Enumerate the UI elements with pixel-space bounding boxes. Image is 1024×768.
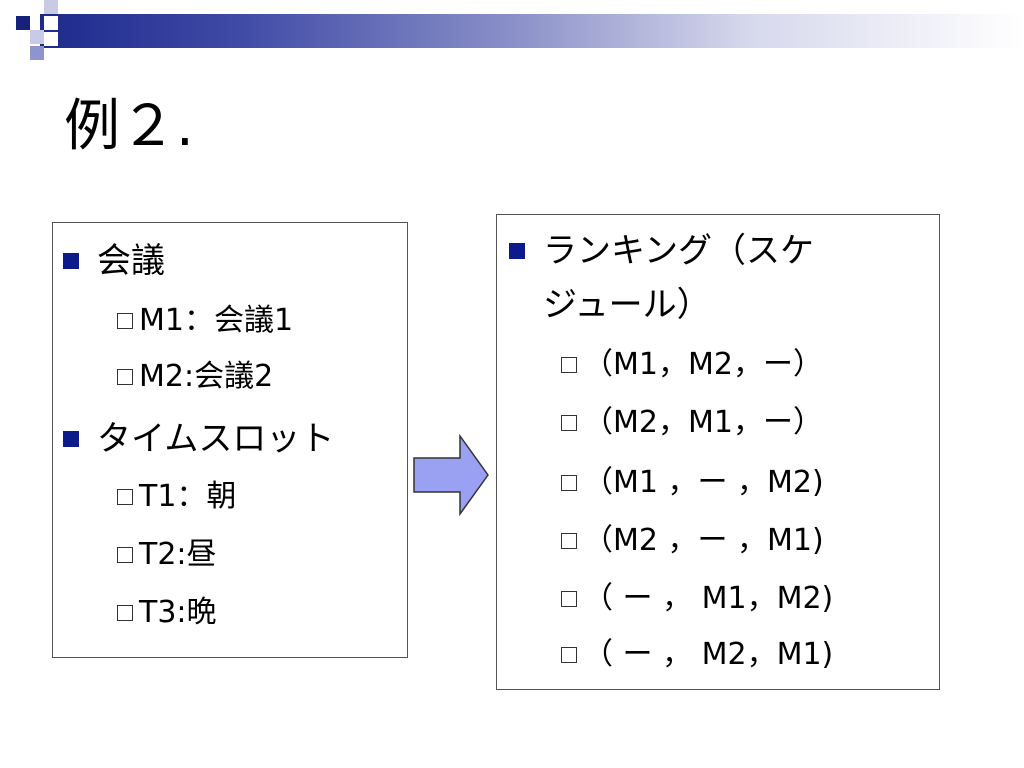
checkbox-bullet-icon — [561, 475, 577, 491]
decor-square — [44, 0, 58, 14]
list-item-ranking: ランキング（スケ — [509, 229, 814, 273]
square-bullet-icon — [509, 243, 525, 259]
sub-item-label: T2:昼 — [139, 537, 217, 572]
sub-item-label: （M2 ，ー ，M1) — [583, 523, 824, 558]
checkbox-bullet-icon — [561, 533, 577, 549]
decor-square — [44, 16, 58, 30]
list-item-label-continued: ジュール） — [543, 285, 711, 325]
sub-item: M2:会議2 — [117, 357, 273, 397]
list-item-meeting: 会議 — [63, 239, 165, 283]
checkbox-bullet-icon — [117, 605, 133, 621]
right-arrow-icon — [413, 434, 489, 516]
decor-square — [44, 32, 58, 46]
sub-item-label: T1：朝 — [139, 479, 237, 514]
left-content-box: 会議 M1：会議1 M2:会議2 タイムスロット T1：朝 T2:昼 T3:晩 — [52, 222, 408, 658]
checkbox-bullet-icon — [561, 647, 577, 663]
sub-item-label: （M1 ，ー ，M2) — [583, 465, 824, 500]
right-content-box: ランキング（スケ ジュール） （M1，M2，ー） （M2，M1，ー） （M1 ，… — [496, 214, 940, 690]
list-item-label: タイムスロット — [97, 419, 335, 459]
sub-item: M1：会議1 — [117, 301, 293, 341]
checkbox-bullet-icon — [117, 489, 133, 505]
sub-item: （ ー ， M1，M2) — [561, 579, 833, 619]
sub-item: T1：朝 — [117, 477, 236, 517]
sub-item: T3:晩 — [117, 593, 217, 633]
sub-item-label: M2:会議2 — [139, 359, 274, 394]
sub-item-label: （M1，M2，ー） — [583, 347, 823, 382]
square-bullet-icon — [63, 253, 79, 269]
sub-item-label: M1：会議1 — [139, 303, 294, 338]
header-band — [40, 14, 1024, 48]
list-item-timeslot: タイムスロット — [63, 417, 334, 461]
checkbox-bullet-icon — [117, 313, 133, 329]
decor-square — [30, 30, 44, 44]
sub-item: T2:昼 — [117, 535, 217, 575]
sub-item: （M2，M1，ー） — [561, 403, 823, 443]
checkbox-bullet-icon — [561, 357, 577, 373]
sub-item: （M2 ，ー ，M1) — [561, 521, 824, 561]
checkbox-bullet-icon — [561, 591, 577, 607]
decor-square — [16, 16, 30, 30]
sub-item-label: （ ー ， M1，M2) — [583, 581, 834, 616]
checkbox-bullet-icon — [117, 369, 133, 385]
sub-item-label: （M2，M1，ー） — [583, 405, 823, 440]
checkbox-bullet-icon — [561, 415, 577, 431]
square-bullet-icon — [63, 431, 79, 447]
sub-item-label: T3:晩 — [139, 595, 217, 630]
sub-item: （M1，M2，ー） — [561, 345, 823, 385]
decor-square — [30, 46, 44, 60]
list-item-label: ランキング（スケ — [543, 231, 814, 271]
list-item-label: 会議 — [97, 241, 165, 281]
checkbox-bullet-icon — [117, 547, 133, 563]
sub-item: （M1 ，ー ，M2) — [561, 463, 824, 503]
sub-item: （ ー ， M2，M1) — [561, 635, 833, 675]
slide-title: 例２. — [64, 94, 194, 159]
sub-item-label: （ ー ， M2，M1) — [583, 637, 834, 672]
